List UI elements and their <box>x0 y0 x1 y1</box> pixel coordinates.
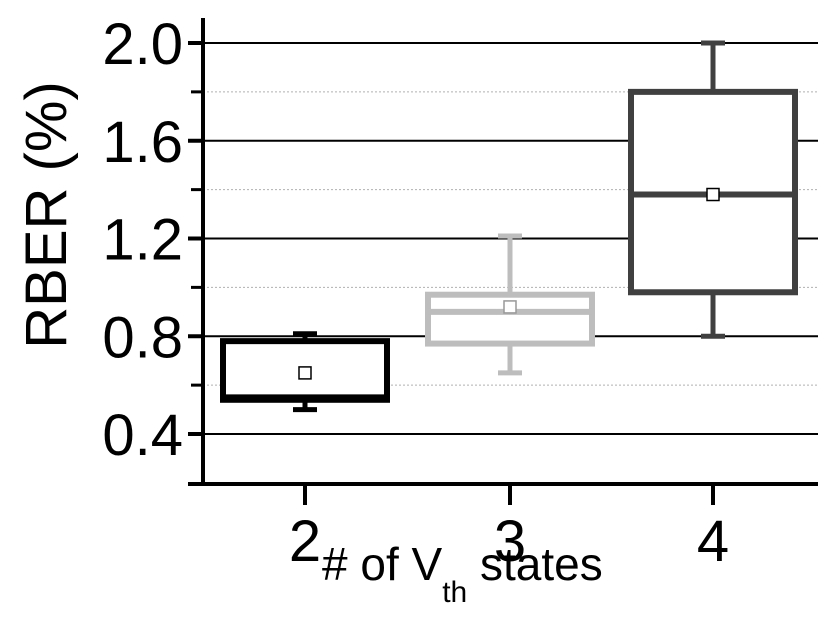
y-axis-label: RBER (%) <box>14 81 79 348</box>
boxes <box>220 40 798 413</box>
box-iqr <box>425 291 595 347</box>
box-3 <box>425 233 595 376</box>
x-tick-label: 2 <box>289 509 321 574</box>
x-tick-label: 3 <box>494 509 526 574</box>
y-ticks: 0.4 0.8 1.2 1.6 2.0 <box>102 12 203 468</box>
x-axis-label-subscript: th <box>442 576 467 609</box>
mean-marker <box>503 300 517 314</box>
x-tick-label: 4 <box>697 509 729 574</box>
y-tick-label: 0.4 <box>102 403 183 468</box>
box-4 <box>628 40 798 339</box>
y-tick-label: 0.8 <box>102 305 183 370</box>
x-axis-label: # of Vth states <box>322 538 603 609</box>
y-tick-label: 1.2 <box>102 208 183 273</box>
mean-marker <box>298 366 312 380</box>
mean-marker <box>706 187 720 202</box>
x-axis-label-suffix: states <box>467 538 603 590</box>
x-axis-label-prefix: # of V <box>322 538 443 590</box>
y-tick-label: 2.0 <box>102 12 183 77</box>
y-tick-label: 1.6 <box>102 110 183 175</box>
box-2 <box>220 331 390 413</box>
x-ticks: 2 3 4 <box>289 484 729 574</box>
